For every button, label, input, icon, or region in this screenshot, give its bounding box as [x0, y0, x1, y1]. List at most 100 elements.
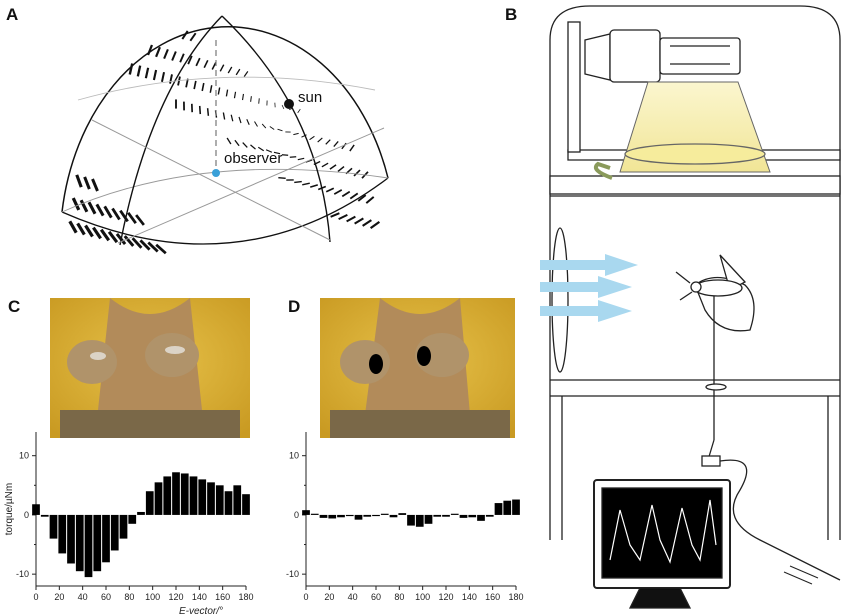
e-vector-dash	[79, 199, 89, 213]
e-vector-dash	[179, 53, 185, 63]
e-vector-dash	[250, 96, 252, 102]
cable	[719, 459, 841, 581]
bar	[49, 514, 58, 539]
bar	[512, 499, 520, 515]
e-vector-dash	[225, 89, 229, 97]
bar	[198, 479, 207, 515]
e-vector-dash	[277, 128, 283, 132]
e-vector-dash	[238, 116, 242, 124]
bar	[32, 504, 40, 515]
y-tick-label: -10	[16, 569, 29, 579]
meridian-arc-2	[221, 15, 331, 243]
photo-locust-head-d	[320, 298, 515, 438]
e-vector-dash	[341, 142, 347, 150]
bar	[40, 514, 49, 517]
polarizer-disc	[624, 143, 766, 165]
air-flow-icons	[540, 254, 638, 322]
bar	[215, 485, 224, 515]
bar	[233, 485, 242, 515]
e-vector-dash	[233, 91, 237, 99]
e-vector-dash	[201, 82, 205, 92]
e-vector-dash	[169, 74, 173, 84]
y-tick-label: -10	[286, 569, 299, 579]
meridian-arc	[119, 15, 223, 246]
x-tick-label: 80	[124, 592, 134, 602]
bar	[398, 513, 407, 515]
e-vector-dash	[362, 219, 372, 227]
rotation-arrow-icon	[593, 161, 613, 180]
e-vector-dash	[139, 239, 151, 251]
bar	[154, 482, 163, 515]
e-vector-dash	[333, 140, 339, 148]
e-vector-dash	[83, 176, 91, 190]
sun-marker	[284, 99, 294, 109]
e-vector-dash	[330, 212, 340, 218]
bar	[93, 514, 102, 572]
x-tick-label: 180	[238, 592, 253, 602]
e-vector-dash	[297, 157, 305, 161]
e-vector-dash	[222, 112, 226, 120]
x-tick-label: 120	[438, 592, 453, 602]
e-vector-dash	[369, 220, 381, 230]
e-vector-dash	[246, 119, 250, 125]
e-vector-dash	[111, 207, 121, 221]
e-vector-dash	[354, 217, 364, 225]
y-tick-label: 10	[289, 451, 299, 461]
e-vector-dash	[293, 132, 299, 136]
e-vector-dash	[257, 146, 265, 152]
e-vector-dash	[87, 201, 97, 215]
x-tick-label: 80	[394, 592, 404, 602]
e-vector-dash	[84, 224, 94, 238]
panel-letter-b: B	[505, 5, 517, 24]
bar	[494, 503, 503, 515]
x-tick-label: 0	[33, 592, 38, 602]
bar	[372, 514, 380, 517]
e-vector-dash	[171, 51, 177, 61]
e-vector-dash	[163, 48, 169, 60]
e-vector-dash	[365, 196, 375, 204]
e-vector-dash	[317, 137, 323, 143]
x-tick-label: 100	[145, 592, 160, 602]
bar	[119, 514, 128, 539]
e-vector-dash	[99, 228, 111, 242]
e-vector-dash	[71, 197, 81, 211]
lamp-icon	[567, 21, 741, 153]
dome-rim-front	[61, 177, 389, 245]
grid-line	[91, 119, 331, 241]
bar	[328, 514, 337, 519]
e-vector-dash	[155, 46, 161, 58]
e-vector-dash	[353, 169, 361, 177]
e-vector-dash	[346, 215, 356, 223]
bar	[433, 514, 442, 517]
bar	[450, 513, 459, 515]
e-vector-dash	[349, 144, 355, 152]
e-vector-dash	[325, 187, 335, 193]
e-vector-dash	[258, 98, 260, 104]
e-vector-dash	[155, 243, 167, 255]
e-vector-dash	[209, 85, 213, 93]
bar	[337, 514, 345, 518]
e-vector-dash	[265, 149, 273, 153]
e-vector-dash	[321, 162, 329, 168]
bar	[102, 514, 110, 563]
e-vector-dash	[357, 194, 367, 202]
e-vector-dash	[338, 214, 348, 220]
bar	[224, 491, 233, 515]
bar	[363, 514, 372, 517]
e-vector-dash	[309, 184, 319, 188]
panel-b: B	[505, 5, 841, 609]
x-tick-label: 40	[348, 592, 358, 602]
grid-line-2	[117, 127, 385, 244]
bar	[407, 514, 415, 526]
bar	[207, 482, 215, 515]
e-vector-dash	[91, 178, 99, 192]
x-tick-label: 20	[54, 592, 64, 602]
bar	[389, 514, 398, 518]
bar	[145, 491, 154, 515]
x-tick-label: 120	[168, 592, 183, 602]
bar	[459, 514, 468, 518]
e-vector-dash	[273, 151, 281, 155]
e-vector-dash	[152, 69, 158, 81]
